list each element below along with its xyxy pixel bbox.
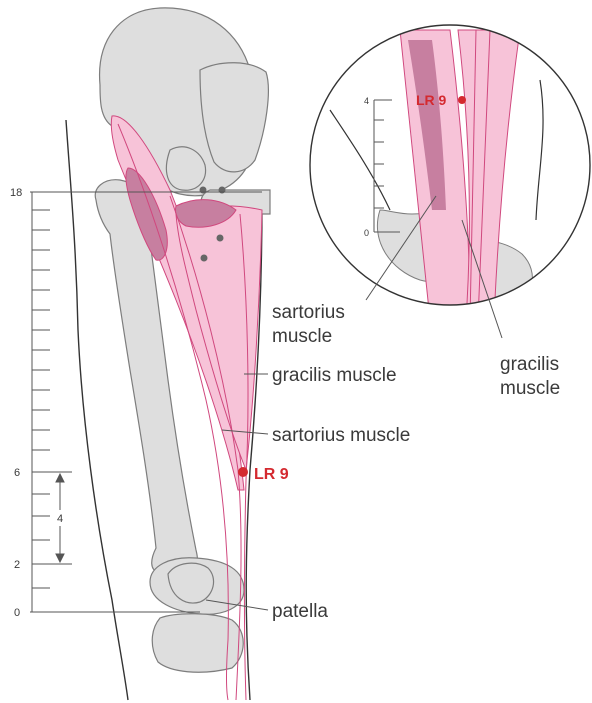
ruler-tick-6: 6	[14, 467, 20, 479]
ruler-tick-18: 18	[10, 187, 22, 199]
lr9-point-inset	[458, 96, 466, 104]
gracilis-label-main: gracilis muscle	[272, 365, 397, 386]
sartorius-label-inset-line2: muscle	[272, 326, 332, 347]
lr9-label-inset: LR 9	[416, 92, 447, 108]
ruler-span-4: 4	[57, 513, 63, 525]
inset-ruler-tick-4: 4	[364, 96, 369, 106]
sartorius-label-main: sartorius muscle	[272, 425, 410, 446]
gracilis-label-inset-line2: muscle	[500, 378, 560, 399]
inset-ruler-tick-0: 0	[364, 228, 369, 238]
ruler-tick-0: 0	[14, 607, 20, 619]
lr9-label-main: LR 9	[254, 466, 289, 483]
inset-magnifier	[300, 20, 592, 320]
patella-label: patella	[272, 601, 328, 622]
gracilis-label-inset-line1: gracilis	[500, 354, 559, 375]
ruler-tick-2: 2	[14, 559, 20, 571]
main-ruler-ticks: 18 6 2 0 4	[10, 187, 63, 619]
lr9-point-main	[238, 467, 248, 477]
sartorius-label-inset-line1: sartorius	[272, 302, 345, 323]
